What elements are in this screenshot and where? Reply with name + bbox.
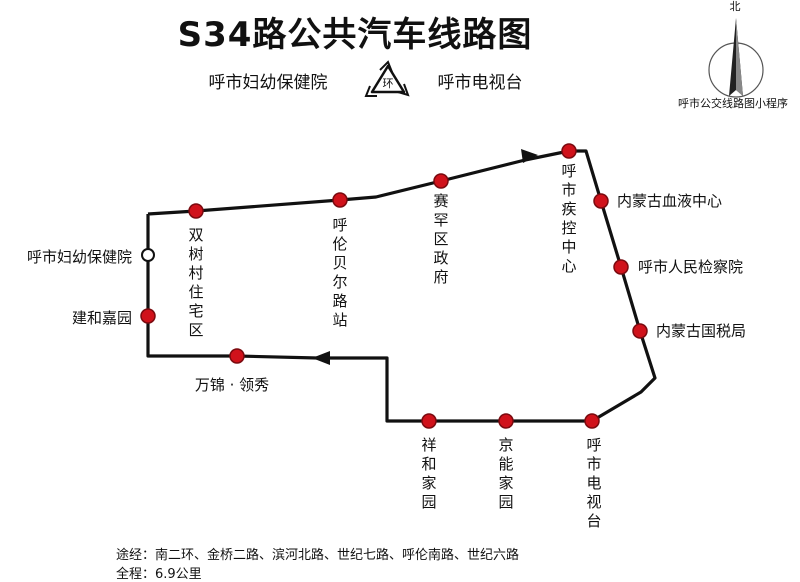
direction-arrow-right-icon <box>521 149 538 163</box>
stop-marker-hulunbeier <box>332 192 348 208</box>
route-streets: 途经：南二环、金桥二路、滨河北路、世纪七路、呼伦南路、世纪六路 <box>116 547 519 563</box>
stop-label-xianghe: 祥和家园 <box>421 436 436 511</box>
stop-marker-xueye <box>593 193 609 209</box>
compass: 北 呼市公交线路图小程序 <box>678 0 788 110</box>
stop-label-fuyou: 呼市妇幼保健院 <box>27 248 132 266</box>
stop-label-wanjin: 万锦 · 领秀 <box>195 376 269 394</box>
stop-marker-jingneng <box>498 413 514 429</box>
stop-label-shuangshu: 双树村住宅区 <box>188 226 203 339</box>
loop-icon: 环 <box>364 60 410 97</box>
stop-marker-shuiwu <box>632 323 648 339</box>
compass-caption: 呼市公交线路图小程序 <box>678 96 788 110</box>
terminal-b-label: 呼市电视台 <box>438 73 523 93</box>
stop-marker-jianchayuan <box>613 259 629 275</box>
stop-label-saihan: 赛罕区政府 <box>433 192 448 286</box>
direction-arrow-left-icon <box>312 351 330 365</box>
stop-label-jingneng: 京能家园 <box>498 436 513 511</box>
loop-badge-text: 环 <box>383 77 394 90</box>
stop-label-jianchayuan: 呼市人民检察院 <box>638 258 743 276</box>
stop-label-hulunbeier: 呼伦贝尔路站 <box>332 216 347 329</box>
stop-marker-dianshitai <box>584 413 600 429</box>
stop-label-dianshitai: 呼市电视台 <box>586 436 601 530</box>
stop-marker-jianhe <box>140 308 156 324</box>
stop-marker-jikong <box>561 143 577 159</box>
stop-label-xueye: 内蒙古血液中心 <box>617 192 722 210</box>
stop-label-shuiwu: 内蒙古国税局 <box>656 322 746 340</box>
stop-marker-saihan <box>433 173 449 189</box>
stop-label-jikong: 呼市疾控中心 <box>561 162 576 275</box>
stop-marker-shuangshu <box>188 203 204 219</box>
route-length: 全程：6.9公里 <box>116 566 202 582</box>
stop-marker-fuyou <box>141 248 155 262</box>
route-line <box>146 149 657 423</box>
stop-marker-xianghe <box>421 413 437 429</box>
stop-label-jianhe: 建和嘉园 <box>72 309 132 327</box>
compass-north-label: 北 <box>730 0 741 13</box>
map-title: S34路公共汽车线路图 <box>178 15 533 55</box>
stops-layer: 呼市妇幼保健院 双树村住宅区 呼伦贝尔路站 赛罕区政府 呼市疾控中心 内蒙古血液中心呼市人… <box>27 143 746 530</box>
stop-marker-wanjin <box>229 348 245 364</box>
terminal-a-label: 呼市妇幼保健院 <box>209 73 328 93</box>
